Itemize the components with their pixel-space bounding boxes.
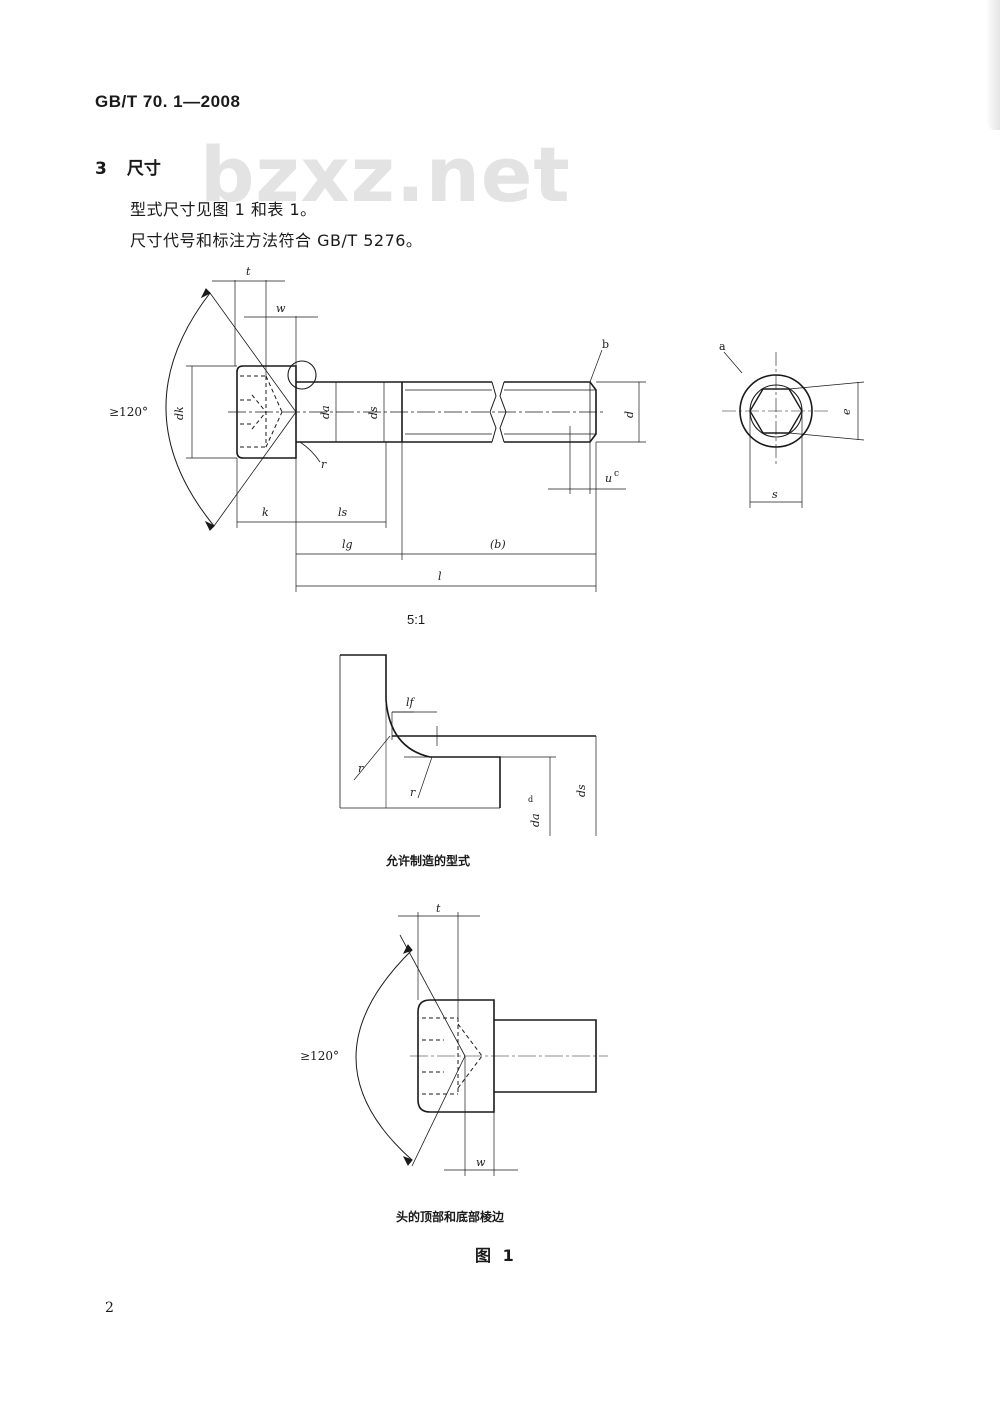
label-u-sup: c: [614, 469, 619, 479]
label-k: k: [262, 506, 269, 519]
paragraph-2: 尺寸代号和标注方法符合 GB/T 5276。: [130, 231, 423, 250]
page-number: 2: [105, 1300, 114, 1316]
label-da-main: da: [319, 405, 332, 419]
label-s: s: [772, 488, 778, 501]
label-dk: dk: [173, 406, 186, 420]
section-title: 尺寸: [126, 159, 161, 179]
section-number: 3: [95, 159, 107, 179]
label-da-detail: da: [529, 813, 542, 827]
figure-caption: 图 1: [475, 1246, 517, 1265]
label-angle-edge: ≥120°: [300, 1049, 339, 1063]
standard-number: GB/T 70. 1—2008: [95, 92, 241, 111]
label-r-detail-1: r: [358, 762, 364, 775]
detail-scale: 5:1: [407, 612, 426, 627]
label-l: l: [438, 570, 442, 583]
note-b: b: [602, 338, 609, 351]
note-a: a: [719, 340, 726, 353]
label-e: e: [840, 408, 853, 415]
label-r-detail-2: r: [410, 786, 416, 799]
label-r-main: r: [321, 458, 327, 471]
label-t-edge: t: [436, 902, 441, 915]
main-screw-view: r ≥120° t w dk da ds d b: [109, 265, 646, 592]
label-d: d: [623, 411, 636, 418]
label-w-edge: w: [476, 1156, 486, 1169]
label-ls: ls: [338, 506, 348, 519]
label-ds-detail: ds: [575, 784, 588, 797]
detail-caption: 允许制造的型式: [386, 854, 471, 868]
detail-view: lf r r da d ds: [339, 654, 597, 836]
label-w-main: w: [276, 302, 286, 315]
watermark: bzxz.net: [200, 130, 571, 219]
label-u: u: [605, 472, 612, 485]
label-ds-main: ds: [367, 406, 380, 419]
paragraph-1: 型式尺寸见图 1 和表 1。: [130, 200, 317, 219]
label-t-main: t: [246, 265, 251, 278]
section-heading: 3 尺寸: [95, 154, 161, 179]
page-edge-shadow: [986, 0, 1000, 130]
label-angle-main: ≥120°: [109, 405, 148, 419]
edge-caption: 头的顶部和底部棱边: [396, 1210, 505, 1224]
end-view: a e s: [719, 340, 865, 508]
label-da-detail-sup: d: [528, 795, 533, 804]
label-lf: lf: [406, 696, 416, 709]
label-b: (b): [490, 538, 506, 551]
label-lg: lg: [342, 538, 353, 551]
edge-view: ≥120° t w: [300, 902, 608, 1176]
